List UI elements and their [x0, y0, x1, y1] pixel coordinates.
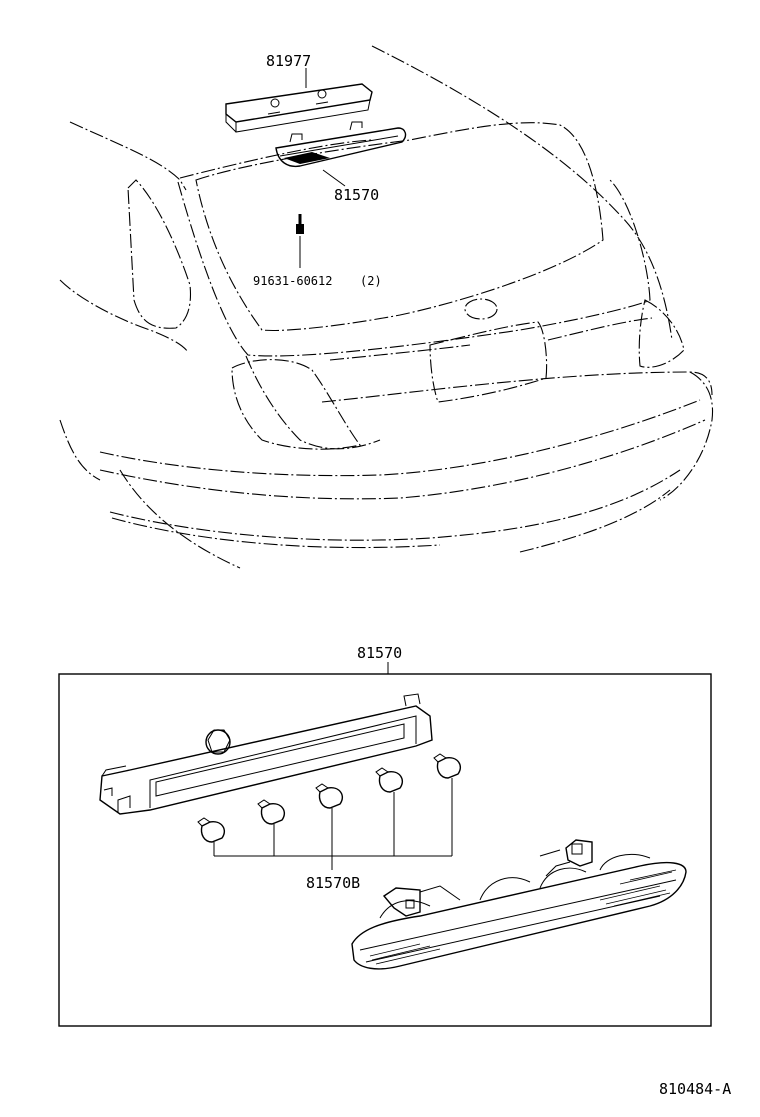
label-81977: 81977	[266, 52, 311, 70]
bulb-leader-bracket	[213, 778, 453, 870]
label-81570-group: 81570	[357, 644, 402, 662]
label-screw-qty: (2)	[360, 274, 382, 288]
bulb-81570B-4	[375, 767, 404, 793]
diagram-code: 810484-A	[659, 1080, 731, 1098]
exploded-view-frame	[58, 673, 712, 1027]
bulb-81570B-5	[433, 753, 462, 779]
label-81570B: 81570B	[306, 874, 360, 892]
label-screw-part: 91631-60612	[253, 274, 332, 288]
screw-91631-60612	[296, 214, 304, 234]
vehicle-rear-outline	[59, 45, 714, 569]
stop-lamp-81570-installed	[275, 121, 407, 168]
bulb-81570B-1	[197, 817, 226, 843]
bulb-holder-plate	[99, 693, 433, 815]
lamp-lens-housing	[351, 839, 687, 970]
bulb-81570B-2	[257, 799, 286, 825]
label-81570: 81570	[334, 186, 379, 204]
bulb-81570B-3	[315, 783, 344, 809]
cover-81977	[225, 83, 373, 133]
